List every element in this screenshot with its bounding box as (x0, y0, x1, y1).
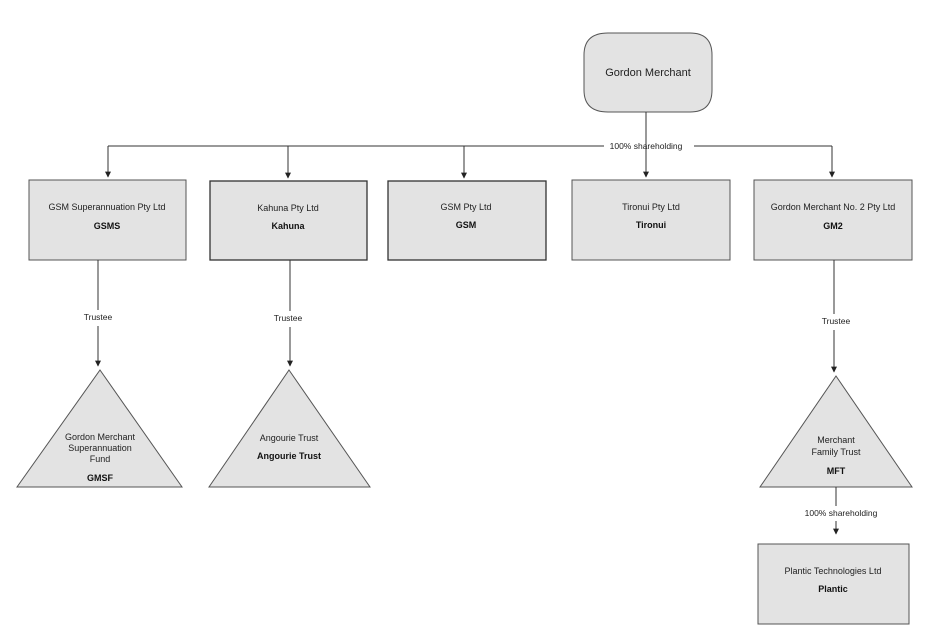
trust-code: MFT (827, 466, 846, 476)
trust-code: GMSF (87, 473, 114, 483)
trust-name-line: Family Trust (811, 447, 861, 457)
root-label: Gordon Merchant (605, 67, 691, 79)
trust-name-line: Angourie Trust (260, 433, 319, 443)
subsidiary-code: Plantic (818, 584, 848, 594)
company-box-gm2: Gordon Merchant No. 2 Pty Ltd GM2 (753, 179, 913, 261)
company-code: GM2 (823, 221, 843, 231)
company-code: Kahuna (271, 221, 305, 231)
company-name: Gordon Merchant No. 2 Pty Ltd (771, 202, 896, 212)
trust-name-line: Superannuation (68, 443, 132, 453)
company-box-gsms: GSM Superannuation Pty Ltd GSMS (28, 179, 187, 261)
company-code: GSM (456, 220, 477, 230)
company-box-tironui: Tironui Pty Ltd Tironui (571, 179, 731, 261)
subsidiary-name: Plantic Technologies Ltd (785, 566, 882, 576)
mft-shareholding-label: 100% shareholding (805, 508, 878, 518)
trustee-label-gm2: Trustee (822, 316, 851, 326)
trustee-label-gsms: Trustee (84, 312, 113, 322)
company-box-kahuna: Kahuna Pty Ltd Kahuna (209, 180, 368, 261)
trust-name-line: Fund (90, 454, 111, 464)
company-name: Tironui Pty Ltd (622, 202, 680, 212)
trust-name-line: Gordon Merchant (65, 432, 136, 442)
company-name: GSM Pty Ltd (440, 202, 491, 212)
company-code: Tironui (636, 220, 666, 230)
company-box-gsm: GSM Pty Ltd GSM (387, 180, 547, 261)
company-name: Kahuna Pty Ltd (257, 203, 319, 213)
trust-code: Angourie Trust (257, 451, 321, 461)
trust-triangle-gmsf: Gordon Merchant Superannuation Fund GMSF (16, 369, 183, 488)
trust-triangle-angourie: Angourie Trust Angourie Trust (208, 369, 371, 488)
root-node-gordon-merchant: Gordon Merchant (583, 32, 713, 113)
company-name: GSM Superannuation Pty Ltd (48, 202, 165, 212)
trust-triangle-mft: Merchant Family Trust MFT (759, 375, 913, 488)
trustee-label-kahuna: Trustee (274, 313, 303, 323)
subsidiary-box-plantic: Plantic Technologies Ltd Plantic (757, 543, 910, 625)
company-code: GSMS (94, 221, 121, 231)
trust-name-line: Merchant (817, 435, 855, 445)
